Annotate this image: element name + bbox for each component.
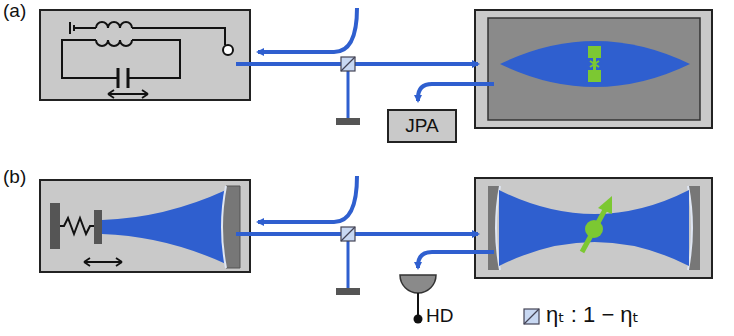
mechanical-oscillator-box	[40, 180, 250, 272]
svg-path	[222, 186, 240, 268]
svg-rect	[588, 46, 601, 58]
lc-circuit-box	[40, 10, 250, 100]
svg-path	[418, 84, 494, 101]
svg-rect	[50, 203, 60, 249]
svg-rect	[475, 178, 712, 278]
svg-circle	[223, 45, 233, 55]
svg-path	[258, 8, 357, 52]
svg-path	[84, 258, 122, 266]
svg-path	[418, 252, 494, 268]
svg-path	[96, 40, 132, 46]
svg-rect	[336, 118, 360, 125]
svg-rect	[40, 180, 250, 272]
svg-line	[74, 27, 96, 29]
svg-rect	[524, 309, 539, 324]
svg-rect	[588, 70, 601, 82]
node-text: JPA	[405, 115, 438, 137]
svg-line	[341, 227, 355, 241]
svg-path	[62, 40, 180, 78]
svg-path	[236, 62, 478, 66]
svg-path	[598, 196, 612, 214]
svg-path	[102, 190, 226, 264]
svg-line	[347, 64, 350, 118]
optical-paths-b	[236, 176, 494, 288]
svg-rect	[475, 10, 712, 128]
svg-path	[688, 186, 700, 270]
svg-line	[347, 234, 350, 288]
panel-label: (b)	[3, 166, 26, 188]
svg-line	[117, 68, 120, 88]
svg-circle	[585, 220, 603, 238]
svg-line	[524, 309, 539, 324]
svg-rect	[94, 210, 102, 244]
detector-label: HD	[426, 305, 453, 327]
splitting-ratio-label: ηₜ : 1 − ηₜ	[546, 302, 639, 328]
svg-rect	[341, 227, 355, 241]
atom-cavity-box	[475, 178, 712, 278]
svg-line	[127, 68, 130, 88]
beam-splitter-b	[336, 227, 360, 295]
beam-splitter-a	[336, 57, 360, 125]
beam-splitter-legend-symbol	[524, 309, 539, 324]
optical-paths-a	[236, 8, 494, 118]
svg-rect	[336, 288, 360, 295]
svg-path	[96, 22, 132, 28]
svg-circle	[414, 315, 423, 324]
svg-path	[236, 232, 478, 236]
node-text: HD	[426, 305, 453, 327]
svg-line	[69, 22, 71, 34]
qubit-cavity-box	[475, 10, 712, 128]
svg-path	[500, 41, 690, 87]
svg-line	[417, 293, 419, 316]
panel-label: (a)	[3, 0, 26, 22]
svg-rect	[40, 10, 250, 100]
svg-rect	[341, 57, 355, 71]
svg-path	[258, 176, 357, 222]
svg-line	[582, 208, 606, 252]
svg-path	[60, 218, 94, 234]
svg-path	[499, 190, 689, 266]
svg-path	[400, 275, 436, 293]
svg-line	[341, 57, 355, 71]
amplifier-box: JPA	[387, 109, 457, 143]
svg-rect	[488, 18, 700, 120]
svg-path	[132, 28, 225, 45]
svg-path	[108, 90, 148, 98]
svg-path	[222, 186, 226, 268]
svg-path	[590, 61, 599, 67]
svg-path	[488, 186, 500, 270]
